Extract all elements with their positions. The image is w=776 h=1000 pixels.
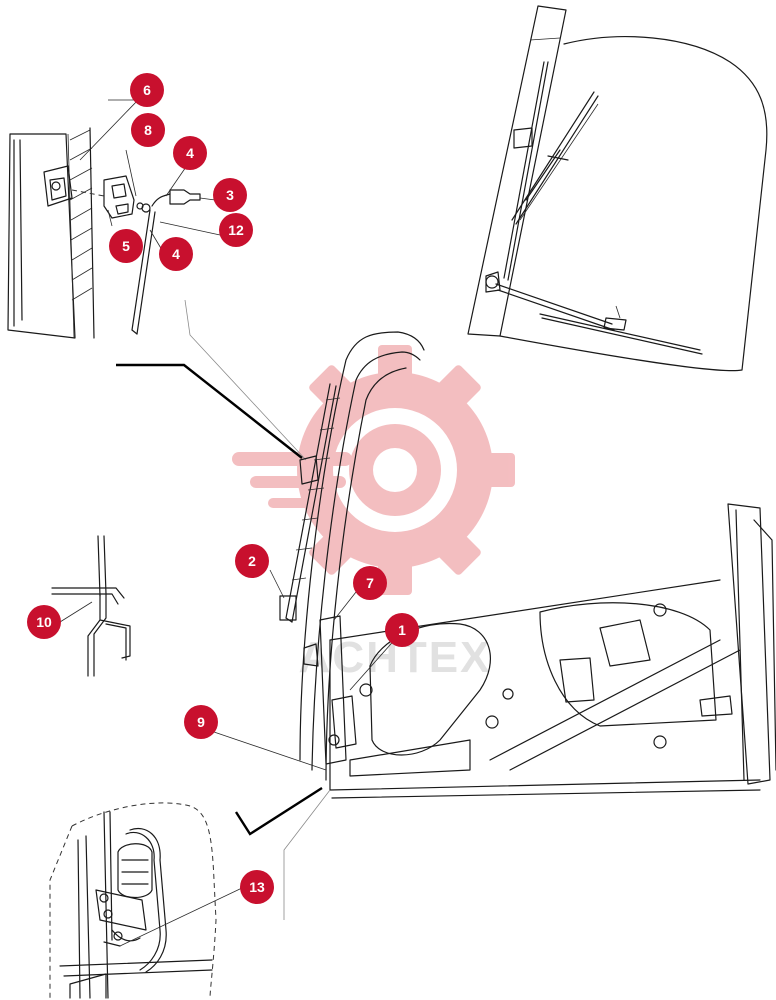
callout-badges: 6 8 4 3 12 5 4 2 7 1 10 9 13 (27, 73, 419, 904)
callout-13: 13 (240, 870, 274, 904)
callout-9: 9 (184, 705, 218, 739)
callout-12: 12 (219, 213, 253, 247)
callout-circle (109, 229, 143, 263)
callout-number: 13 (249, 879, 265, 895)
callout-circle (240, 870, 274, 904)
callout-number: 12 (228, 222, 244, 238)
callout-circle (219, 213, 253, 247)
callout-4a: 4 (173, 136, 207, 170)
callout-8: 8 (131, 113, 165, 147)
callout-number: 9 (197, 714, 205, 730)
callout-circle (173, 136, 207, 170)
callout-circle (130, 73, 164, 107)
callout-number: 3 (226, 187, 234, 203)
callout-circle (184, 705, 218, 739)
detail-view-motor-mount (49, 802, 243, 999)
callout-2: 2 (235, 544, 269, 578)
callout-number: 1 (398, 622, 406, 638)
callout-number: 7 (366, 575, 374, 591)
main-view-cab-door (116, 331, 776, 920)
callout-circle (131, 113, 165, 147)
watermark-logo: ACHTEX (232, 345, 515, 682)
callout-10: 10 (27, 605, 61, 639)
callout-number: 10 (36, 614, 52, 630)
callout-number: 5 (122, 238, 130, 254)
callout-1: 1 (385, 613, 419, 647)
callout-number: 6 (143, 82, 151, 98)
callout-number: 4 (186, 145, 194, 161)
callout-circle (385, 613, 419, 647)
callout-number: 4 (172, 246, 180, 262)
callout-number: 8 (144, 122, 152, 138)
callout-circle (213, 178, 247, 212)
callout-6: 6 (130, 73, 164, 107)
callout-3: 3 (213, 178, 247, 212)
detail-view-wiper-motor-linkage (7, 99, 307, 461)
detail-view-wiper-sweep (467, 5, 768, 372)
callout-circle (159, 237, 193, 271)
callout-5: 5 (109, 229, 143, 263)
callout-7: 7 (353, 566, 387, 600)
callout-circle (27, 605, 61, 639)
callout-number: 2 (248, 553, 256, 569)
callout-4b: 4 (159, 237, 193, 271)
detail-view-hook-bracket (51, 535, 131, 677)
callout-circle (235, 544, 269, 578)
callout-circle (353, 566, 387, 600)
